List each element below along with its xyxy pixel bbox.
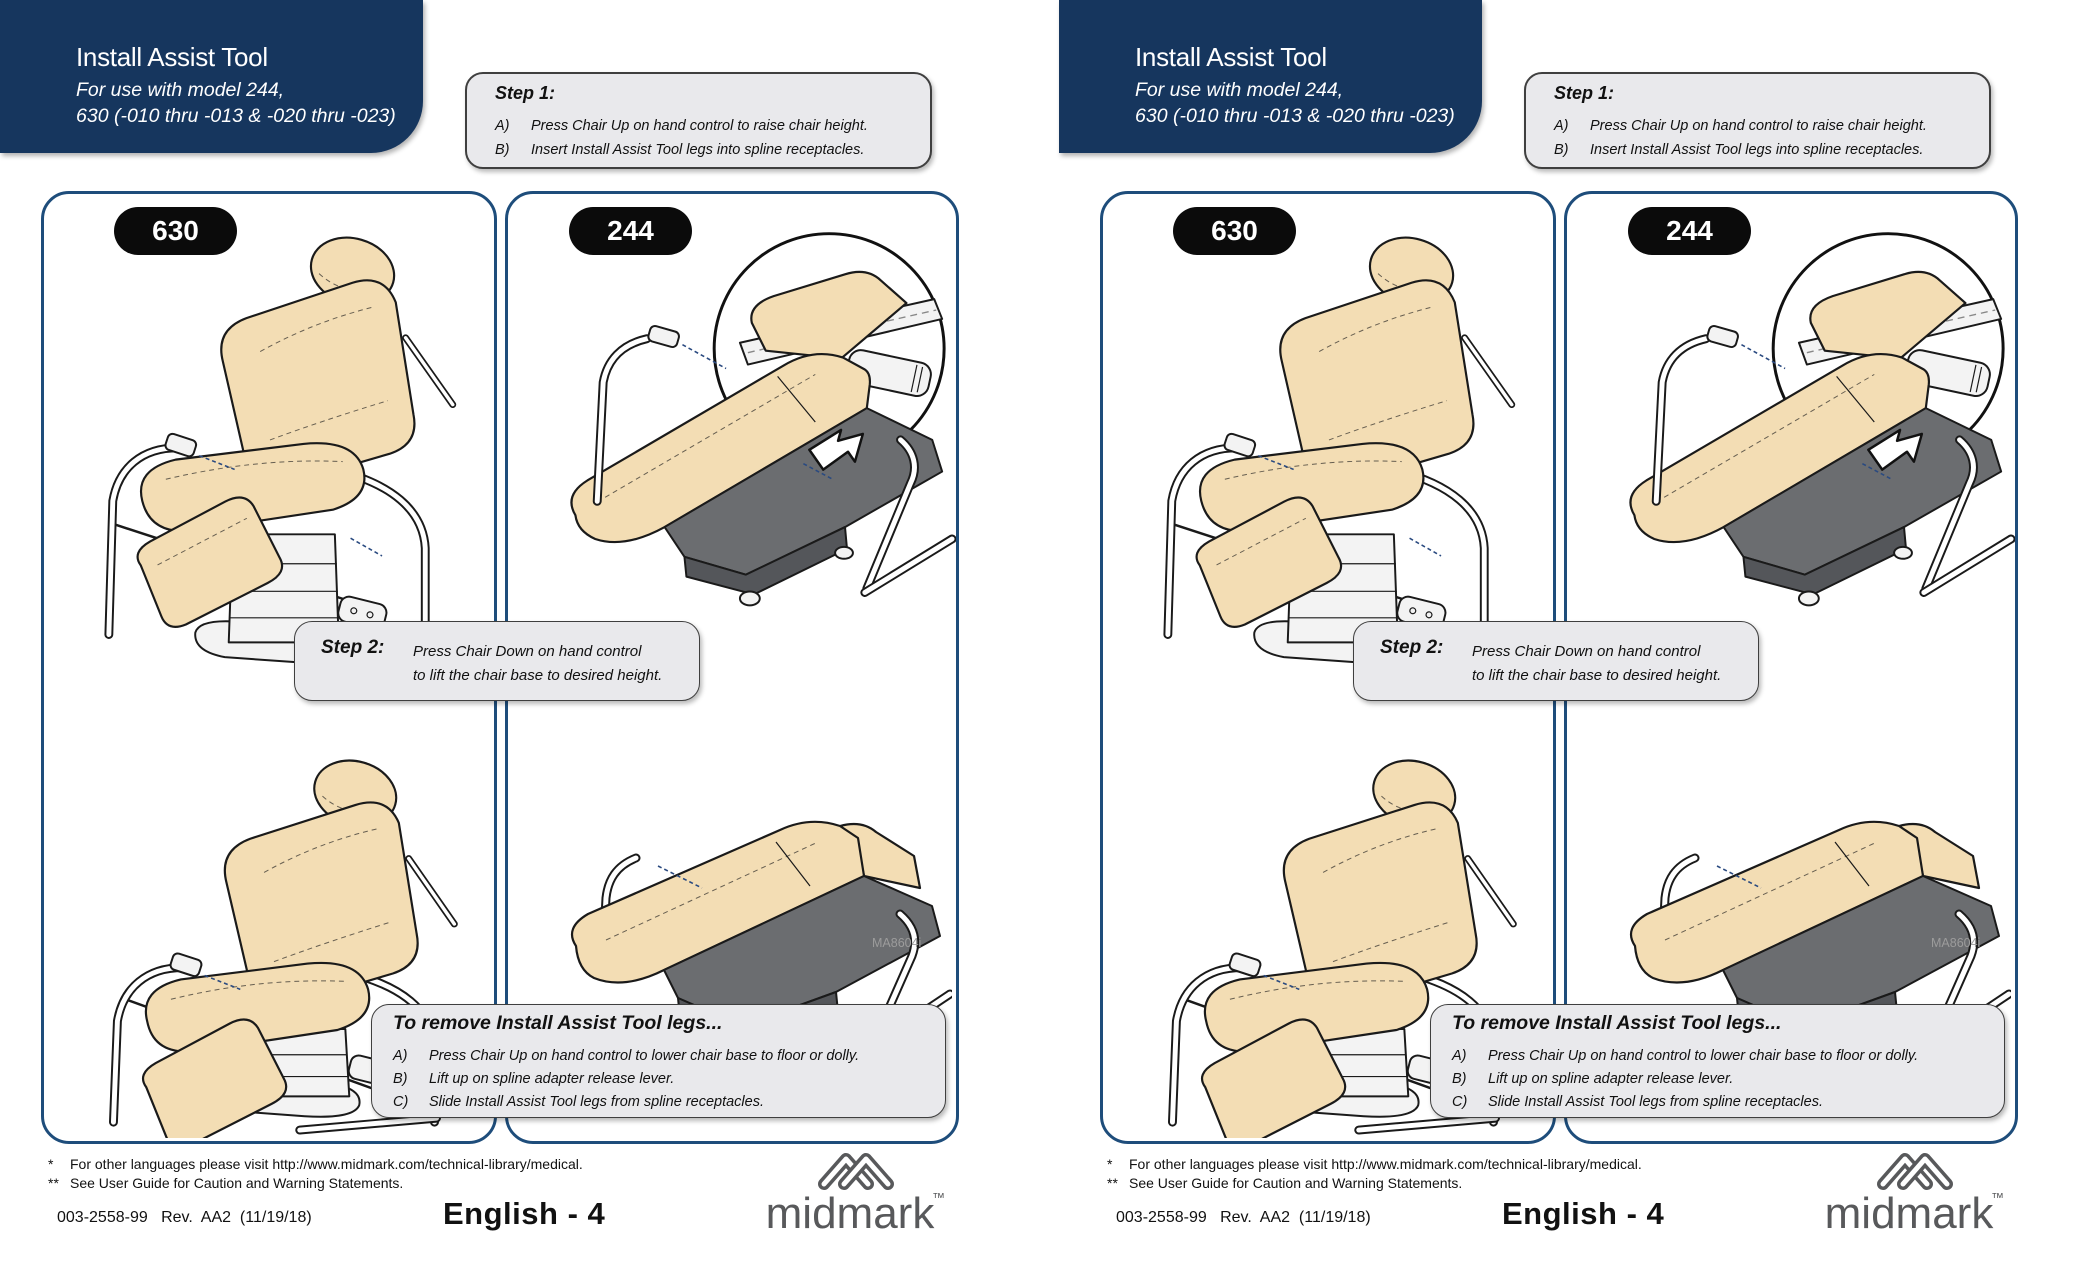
remove-item: C) Slide Install Assist Tool legs from s… [393, 1091, 933, 1114]
footnote-text: See User Guide for Caution and Warning S… [1129, 1175, 1463, 1191]
step1-item-letter: A) [495, 118, 510, 134]
remove-item: A) Press Chair Up on hand control to low… [1452, 1045, 1992, 1068]
remove-item-text: Lift up on spline adapter release lever. [1488, 1071, 1734, 1087]
header-subtitle-line2: 630 (-010 thru -013 & -020 thru -023) [1135, 105, 1455, 127]
remove-item-letter: C) [1452, 1094, 1468, 1110]
footnote-mark: ** [48, 1175, 59, 1191]
step1-label: Step 1: [1554, 83, 1615, 103]
footnote-text: For other languages please visit http://… [1129, 1156, 1642, 1172]
step1-item-letter: B) [1554, 142, 1569, 158]
remove-item-text: Slide Install Assist Tool legs from spli… [429, 1094, 764, 1110]
step2-box: Step 2: Press Chair Down on hand control… [1353, 621, 1759, 701]
document-number: 003-2558-99 Rev. AA2 (11/19/18) [1116, 1209, 1371, 1226]
step2-text-line2: to lift the chair base to desired height… [413, 667, 663, 684]
step2-text-line2: to lift the chair base to desired height… [1472, 667, 1722, 684]
remove-title: To remove Install Assist Tool legs... [393, 1012, 723, 1034]
footnote-mark: * [1107, 1156, 1113, 1172]
midmark-wordmark: midmark [1825, 1189, 1995, 1238]
midmark-tm: ™ [932, 1190, 945, 1205]
midmark-logo: midmark ™ [1807, 1146, 2015, 1238]
footnote-languages: * For other languages please visit http:… [48, 1156, 583, 1172]
remove-item-letter: C) [393, 1094, 409, 1110]
footnote-user-guide: ** See User Guide for Caution and Warnin… [1107, 1175, 1462, 1191]
step1-item-text: Press Chair Up on hand control to raise … [1590, 118, 1927, 134]
page-copy-left: Install Assist Tool For use with model 2… [0, 0, 1041, 1275]
model-630-badge: 630 [114, 207, 237, 255]
page-copy-right: Install Assist Tool For use with model 2… [1059, 0, 2100, 1275]
midmark-logo-graphic: midmark ™ [1825, 1153, 2004, 1238]
remove-item: B) Lift up on spline adapter release lev… [1452, 1068, 1992, 1091]
page-language-label: English - 4 [1502, 1196, 1665, 1231]
step1-label: Step 1: [495, 83, 556, 103]
model-630-badge: 630 [1173, 207, 1296, 255]
step1-box: Step 1: A) Press Chair Up on hand contro… [465, 72, 932, 169]
footnote-text: For other languages please visit http://… [70, 1156, 583, 1172]
figure-code: MA8604i [1931, 936, 1981, 950]
remove-item-text: Press Chair Up on hand control to lower … [1488, 1048, 1919, 1064]
header-subtitle-line1: For use with model 244, [1135, 79, 1344, 101]
midmark-logo-graphic: midmark ™ [766, 1153, 945, 1238]
footnote-text: See User Guide for Caution and Warning S… [70, 1175, 404, 1191]
header-banner: Install Assist Tool For use with model 2… [1059, 0, 1482, 153]
remove-item: B) Lift up on spline adapter release lev… [393, 1068, 933, 1091]
page-title: Install Assist Tool [76, 42, 268, 72]
illustration-630-chair-raised [104, 236, 457, 664]
step1-item-text: Insert Install Assist Tool legs into spl… [531, 142, 865, 158]
figure-code: MA8604i [872, 936, 922, 950]
illustration-244-table-raised [1629, 232, 2015, 607]
illustration-630-chair-lowered [108, 759, 458, 1138]
header-subtitle-line2: 630 (-010 thru -013 & -020 thru -023) [76, 105, 396, 127]
remove-instructions-box: To remove Install Assist Tool legs... A)… [371, 1004, 946, 1118]
remove-item-letter: A) [393, 1048, 408, 1064]
remove-item-text: Press Chair Up on hand control to lower … [429, 1048, 860, 1064]
step2-label: Step 2: [321, 637, 385, 658]
remove-item-text: Lift up on spline adapter release lever. [429, 1071, 675, 1087]
midmark-wordmark: midmark [766, 1189, 936, 1238]
midmark-logo: midmark ™ [748, 1146, 956, 1238]
step2-text-line1: Press Chair Down on hand control [413, 643, 642, 660]
footnote-languages: * For other languages please visit http:… [1107, 1156, 1642, 1172]
step2-label: Step 2: [1380, 637, 1444, 658]
step1-item: B) Insert Install Assist Tool legs into … [495, 138, 915, 162]
step1-item-text: Press Chair Up on hand control to raise … [531, 118, 868, 134]
header-subtitle-line1: For use with model 244, [76, 79, 285, 101]
step2-text: Press Chair Down on hand control to lift… [1472, 640, 1721, 688]
remove-item: A) Press Chair Up on hand control to low… [393, 1045, 933, 1068]
step1-list: A) Press Chair Up on hand control to rai… [1554, 114, 1974, 162]
footnote-mark: ** [1107, 1175, 1118, 1191]
remove-list: A) Press Chair Up on hand control to low… [393, 1045, 933, 1114]
step1-list: A) Press Chair Up on hand control to rai… [495, 114, 915, 162]
header-banner: Install Assist Tool For use with model 2… [0, 0, 423, 153]
model-244-badge: 244 [1628, 207, 1751, 255]
step1-item-letter: B) [495, 142, 510, 158]
step1-item-letter: A) [1554, 118, 1569, 134]
illustration-244-table-raised [570, 232, 956, 607]
remove-item-letter: A) [1452, 1048, 1467, 1064]
remove-item-letter: B) [393, 1071, 408, 1087]
step1-item: B) Insert Install Assist Tool legs into … [1554, 138, 1974, 162]
step1-box: Step 1: A) Press Chair Up on hand contro… [1524, 72, 1991, 169]
document-number: 003-2558-99 Rev. AA2 (11/19/18) [57, 1209, 312, 1226]
remove-item-text: Slide Install Assist Tool legs from spli… [1488, 1094, 1823, 1110]
page-title: Install Assist Tool [1135, 42, 1327, 72]
step2-box: Step 2: Press Chair Down on hand control… [294, 621, 700, 701]
step2-text: Press Chair Down on hand control to lift… [413, 640, 662, 688]
model-244-badge: 244 [569, 207, 692, 255]
footnote-user-guide: ** See User Guide for Caution and Warnin… [48, 1175, 403, 1191]
page-language-label: English - 4 [443, 1196, 606, 1231]
step1-item: A) Press Chair Up on hand control to rai… [1554, 114, 1974, 138]
midmark-tm: ™ [1991, 1190, 2004, 1205]
remove-item-letter: B) [1452, 1071, 1467, 1087]
footnote-mark: * [48, 1156, 54, 1172]
step1-item-text: Insert Install Assist Tool legs into spl… [1590, 142, 1924, 158]
step2-text-line1: Press Chair Down on hand control [1472, 643, 1701, 660]
remove-instructions-box: To remove Install Assist Tool legs... A)… [1430, 1004, 2005, 1118]
illustration-630-chair-raised [1163, 236, 1516, 664]
remove-title: To remove Install Assist Tool legs... [1452, 1012, 1782, 1034]
remove-list: A) Press Chair Up on hand control to low… [1452, 1045, 1992, 1114]
step1-item: A) Press Chair Up on hand control to rai… [495, 114, 915, 138]
remove-item: C) Slide Install Assist Tool legs from s… [1452, 1091, 1992, 1114]
